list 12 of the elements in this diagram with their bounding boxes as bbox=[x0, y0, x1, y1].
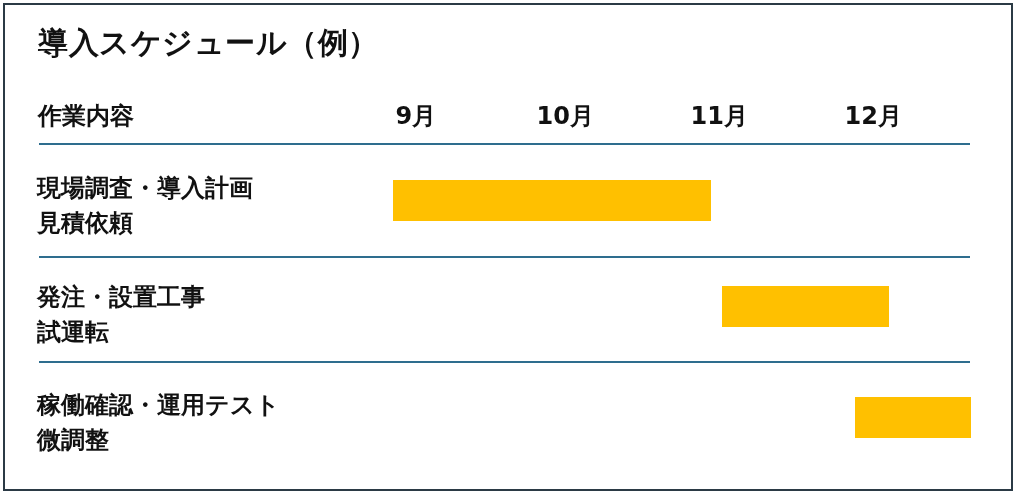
schedule-bar bbox=[722, 286, 889, 327]
month-label: 9月 bbox=[395, 101, 437, 131]
task-label: 稼働確認・運用テスト微調整 bbox=[37, 390, 281, 456]
task-label: 発注・設置工事試運転 bbox=[37, 282, 206, 348]
column-heading: 作業内容 bbox=[38, 101, 134, 131]
month-label: 12月 bbox=[844, 101, 902, 131]
schedule-bar bbox=[855, 397, 971, 438]
month-label: 10月 bbox=[536, 101, 594, 131]
task-label: 現場調査・導入計画見積依頼 bbox=[37, 173, 254, 239]
month-label: 11月 bbox=[690, 101, 748, 131]
schedule-bar bbox=[393, 180, 711, 221]
chart-title: 導入スケジュール（例） bbox=[38, 25, 379, 61]
